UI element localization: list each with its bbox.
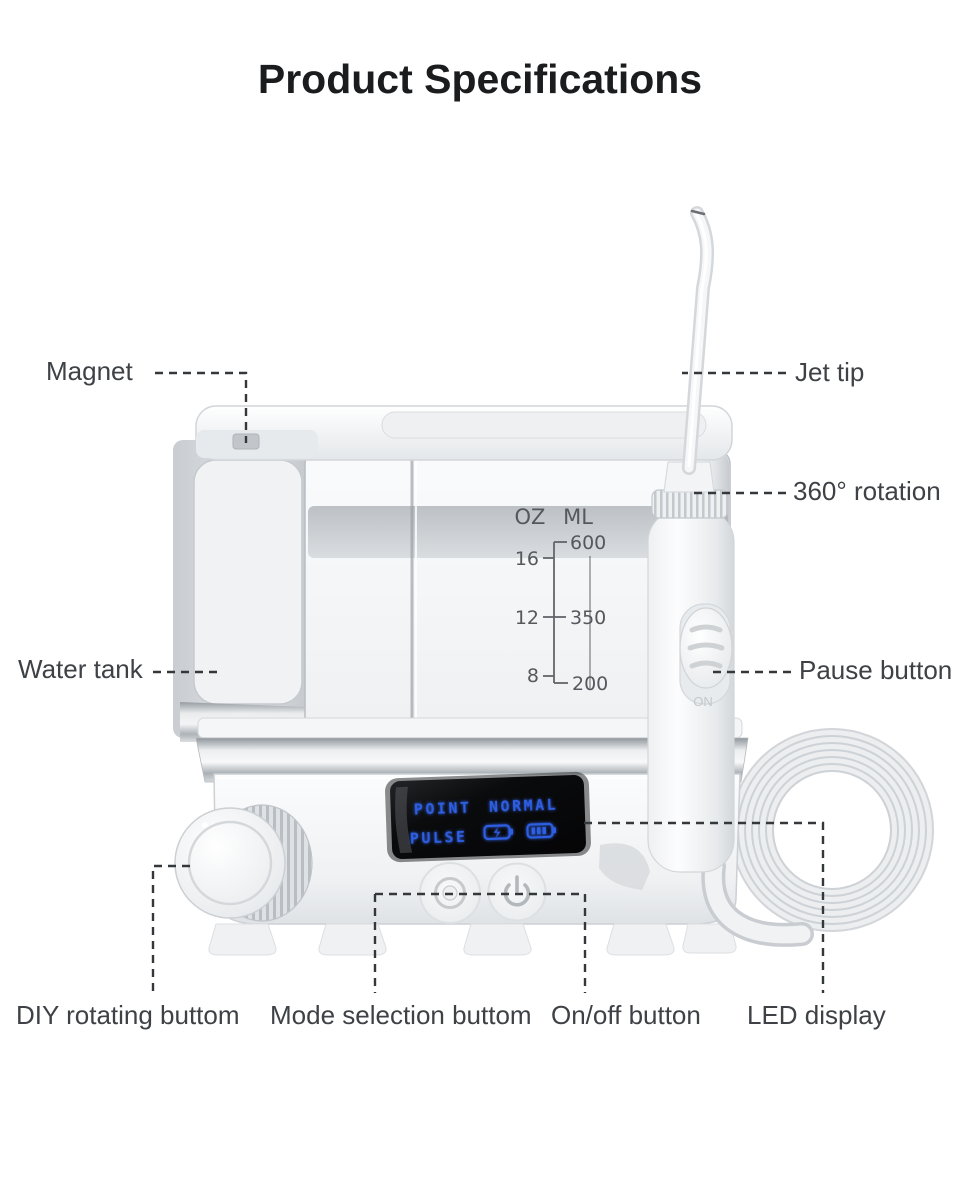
knob-highlight <box>202 822 208 828</box>
label-diy-rotating: DIY rotating buttom <box>16 1000 240 1030</box>
jet-tip <box>682 206 714 475</box>
suction-foot <box>463 923 532 956</box>
scale-oz-12: 12 <box>515 607 539 629</box>
jet-tip-nozzle <box>690 209 706 216</box>
hose-coil-ridge <box>765 763 899 897</box>
chrome-band <box>195 737 749 783</box>
device-base: POINT NORMAL PULSE <box>208 771 741 956</box>
on-off-button <box>487 862 547 922</box>
pause-slider: ON <box>679 603 733 709</box>
knob-face <box>174 807 286 919</box>
led-screen-left-sheen <box>395 786 413 854</box>
page-title: Product Specifications <box>257 56 703 102</box>
lid-handle-groove <box>381 411 707 439</box>
led-screen: POINT NORMAL PULSE <box>385 771 591 863</box>
hose-front-body <box>704 857 811 944</box>
hose-coil <box>730 728 934 932</box>
leader-line-led-display <box>584 821 825 993</box>
pause-slider-ridge <box>689 624 723 633</box>
handle-holder <box>599 843 650 890</box>
hose-coil-ridge <box>758 756 906 904</box>
scale-oz-8: 8 <box>527 665 539 687</box>
pause-slider-ridge <box>689 660 723 669</box>
leader-lines <box>151 371 825 993</box>
scale-oz-header: OZ <box>515 505 546 529</box>
scale-ml-350: 350 <box>570 607 606 629</box>
scale-oz-16: 16 <box>515 548 539 570</box>
battery-level-icon <box>526 822 557 839</box>
battery-charging-icon <box>483 824 514 841</box>
flosser-handle: ON <box>647 206 735 873</box>
suction-feet <box>208 923 737 956</box>
tank-left-inner-panel <box>193 459 303 705</box>
tank-lid <box>195 405 733 461</box>
label-led-display: LED display <box>747 1000 886 1030</box>
label-on-off: On/off button <box>551 1000 701 1030</box>
pause-slider-on-text: ON <box>693 694 713 709</box>
label-water-tank: Water tank <box>18 654 143 684</box>
label-jet-tip: Jet tip <box>795 357 865 387</box>
knob-face-ring <box>187 820 273 906</box>
label-mode-selection: Mode selection buttom <box>270 1000 532 1030</box>
hose-coil-ridge <box>751 749 913 911</box>
power-icon <box>503 875 531 907</box>
led-mode-normal: NORMAL <box>489 796 559 816</box>
leader-line-magnet <box>155 371 248 443</box>
hose-coil-ridge <box>744 742 920 918</box>
suction-foot <box>606 923 675 956</box>
rotation-collar <box>651 489 729 519</box>
suction-foot <box>682 923 737 954</box>
scale-ml-600: 600 <box>570 532 606 554</box>
label-magnet: Magnet <box>46 356 133 386</box>
pause-slider-ridge <box>687 642 725 651</box>
label-pause-button: Pause button <box>799 655 953 685</box>
jet-tip-tube-highlight <box>687 213 708 468</box>
label-360-rotation: 360° rotation <box>793 476 941 506</box>
scale-ml-200: 200 <box>572 673 608 695</box>
hose-front-loop <box>701 854 814 947</box>
hose-coil-inner-edge <box>772 770 892 890</box>
led-mode-point: POINT <box>414 799 472 819</box>
led-mode-pulse: PULSE <box>410 828 468 848</box>
measurement-scale: OZ ML 16 12 8 600 350 200 <box>515 505 609 695</box>
suction-foot <box>208 923 277 956</box>
scale-ml-header: ML <box>563 505 593 529</box>
diy-rotating-knob <box>174 804 313 922</box>
